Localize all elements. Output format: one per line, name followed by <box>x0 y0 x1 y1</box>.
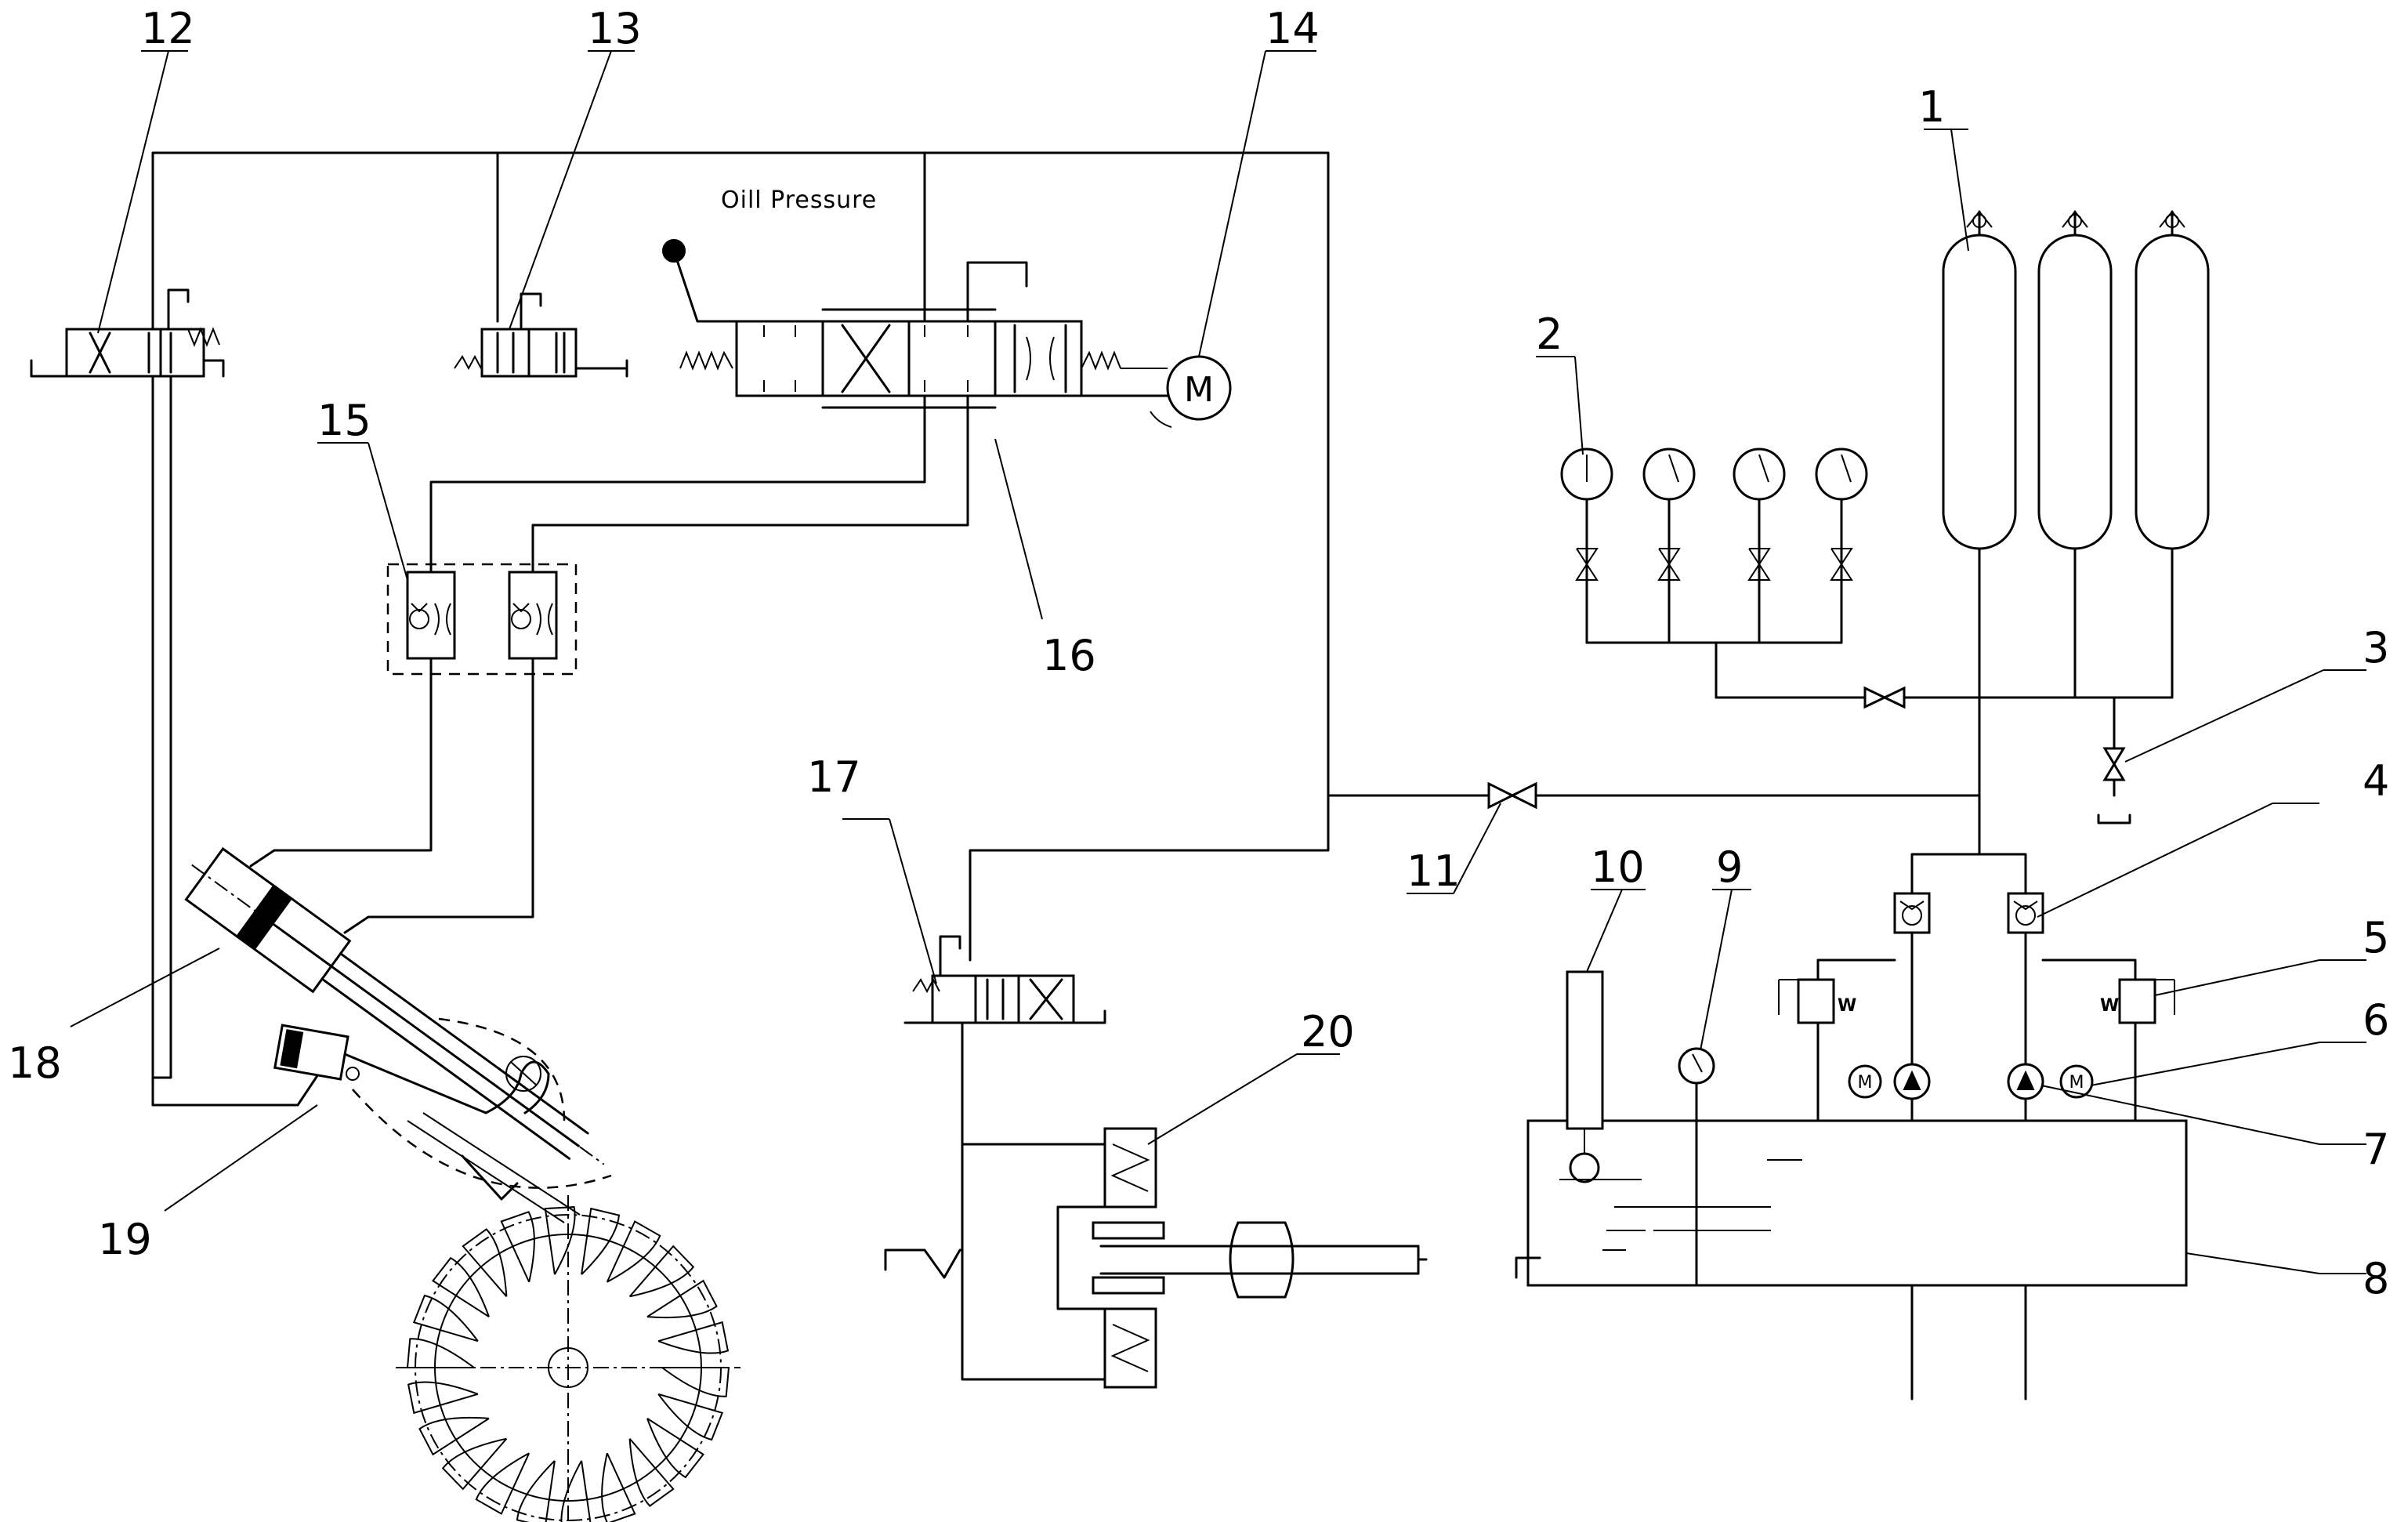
pelton-bucket <box>407 1381 479 1415</box>
callout-12: 12 <box>141 4 195 53</box>
pelton-bucket <box>462 1228 508 1297</box>
drain-valve-3 <box>2097 669 2366 824</box>
callout-11: 11 <box>1407 846 1461 896</box>
callout-7: 7 <box>2363 1125 2389 1174</box>
callout-14: 14 <box>1266 4 1320 53</box>
pelton-bucket <box>432 1256 490 1317</box>
pelton-bucket <box>628 1245 695 1298</box>
tank-gauge-9 <box>1678 889 1751 1287</box>
pelton-bucket <box>544 1206 576 1275</box>
relief-valves-5: W W <box>1778 958 2366 1279</box>
motor-14-symbol: M <box>1184 370 1214 410</box>
pelton-bucket <box>646 1418 704 1479</box>
callout-10: 10 <box>1591 843 1645 892</box>
pelton-bucket <box>418 1416 490 1456</box>
pelton-bucket <box>657 1393 724 1441</box>
level-indicator-10 <box>1559 889 1646 1183</box>
directional-valve-12 <box>30 288 225 1079</box>
oil-tank <box>1515 1119 2188 1287</box>
pelton-bucket <box>581 1207 621 1275</box>
callout-19: 19 <box>98 1215 152 1264</box>
callout-20: 20 <box>1301 1007 1355 1056</box>
relief-valve-left-marker: W <box>1838 996 1856 1016</box>
pump-motor-left-symbol: M <box>1858 1073 1873 1093</box>
directional-valve-13 <box>454 292 628 378</box>
directional-valve-17 <box>842 818 1106 1024</box>
pelton-bucket <box>406 1338 475 1368</box>
valve-11 <box>1407 781 1537 894</box>
proportional-valve-16 <box>531 239 1169 620</box>
relief-valve-right-marker: W <box>2100 996 2119 1016</box>
pelton-bucket <box>606 1220 661 1283</box>
pelton-bucket <box>500 1211 535 1283</box>
pelton-bucket <box>601 1452 636 1522</box>
callout-1: 1 <box>1918 82 1945 132</box>
pelton-bucket <box>441 1437 508 1491</box>
callout-17: 17 <box>807 752 861 802</box>
motor-14: M <box>1121 50 1316 428</box>
callout-18: 18 <box>8 1038 62 1088</box>
main-pipe-network <box>151 151 1980 1107</box>
check-valves-4 <box>1893 803 2319 934</box>
callout-13: 13 <box>588 4 642 53</box>
pelton-bucket <box>646 1279 718 1319</box>
callout-4: 4 <box>2363 756 2389 806</box>
pelton-bucket <box>516 1460 556 1522</box>
accumulator-bank-1 <box>1715 129 2210 856</box>
pelton-wheel-buckets <box>406 1206 730 1522</box>
pelton-wheel <box>396 1195 741 1522</box>
cylinder-19 <box>151 1024 440 1107</box>
callout-3: 3 <box>2363 623 2389 672</box>
callout-15: 15 <box>317 396 371 445</box>
callout-8: 8 <box>2363 1254 2389 1303</box>
callout-leaders <box>70 50 635 1212</box>
callout-5: 5 <box>2363 913 2389 962</box>
pelton-bucket <box>560 1460 592 1522</box>
pelton-bucket <box>412 1294 479 1343</box>
pump-motor-right-symbol: M <box>2069 1073 2084 1093</box>
throttle-valve-block-15 <box>249 442 578 934</box>
pelton-bucket <box>661 1367 730 1397</box>
callout-2: 2 <box>1536 310 1562 359</box>
cylinder-18 <box>184 846 605 1165</box>
callout-6: 6 <box>2363 995 2389 1045</box>
oil-pressure-label: Oill Pressure <box>721 187 877 214</box>
pelton-bucket <box>657 1321 730 1354</box>
callout-labels: 1 2 3 4 5 6 7 8 9 10 11 12 13 14 15 16 1… <box>8 4 2389 1303</box>
brake-20 <box>884 1021 1428 1389</box>
pelton-bucket <box>475 1452 530 1515</box>
pelton-bucket <box>628 1438 675 1507</box>
deflector-and-nozzle <box>352 1017 612 1223</box>
callout-9: 9 <box>1716 843 1743 892</box>
callout-16: 16 <box>1042 631 1096 680</box>
pressure-gauges-2 <box>1536 356 1981 709</box>
